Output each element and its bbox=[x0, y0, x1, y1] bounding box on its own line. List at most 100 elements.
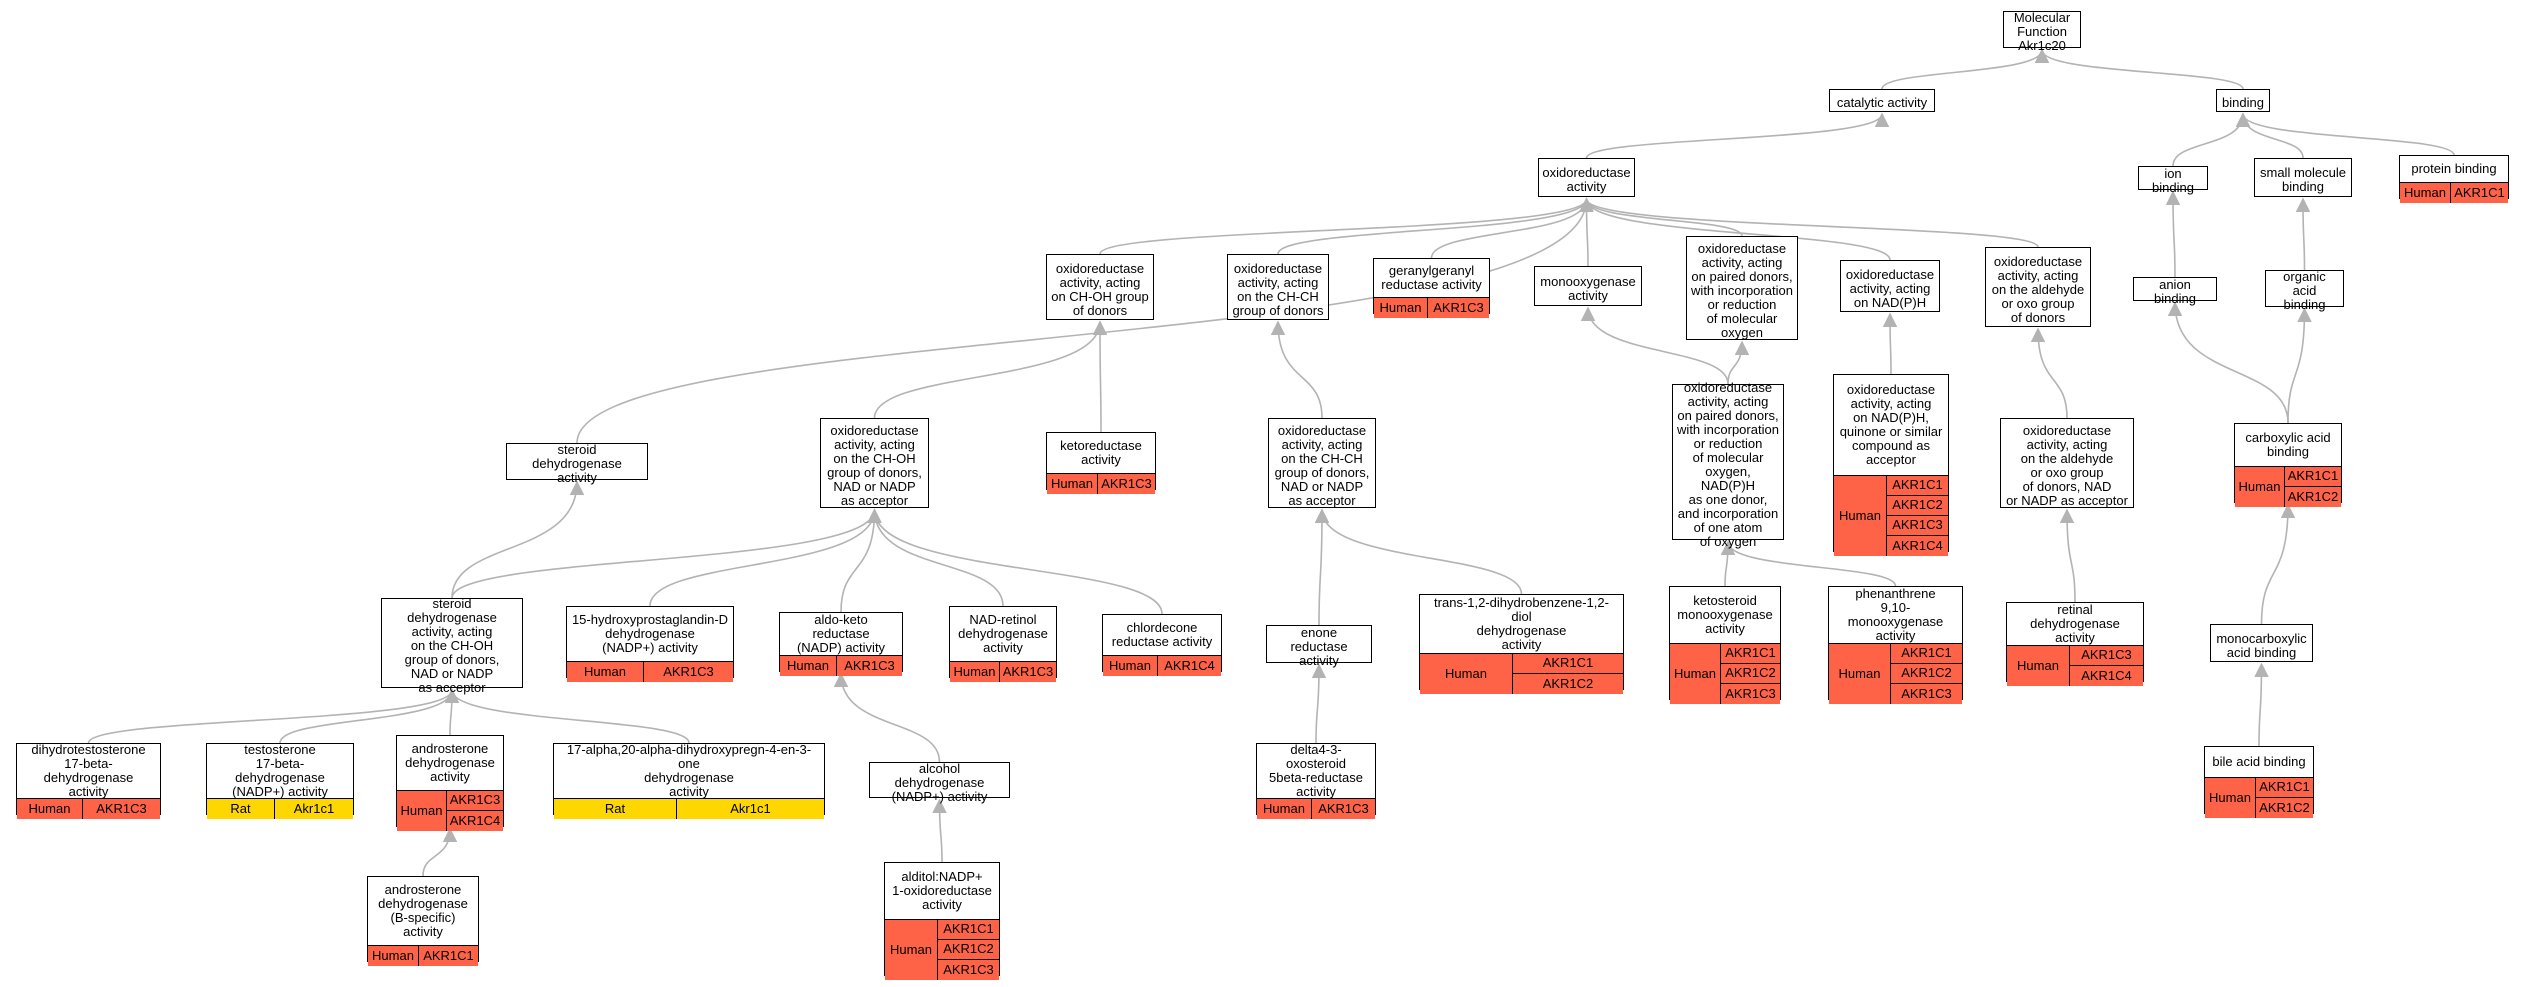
go-term-delta4[interactable]: delta4-3-oxosteroid 5beta-reductase acti… bbox=[1256, 742, 1376, 819]
gene-cell: AKR1C1 bbox=[1513, 654, 1623, 674]
edge-steroid-dh-to-oxidoreductase bbox=[576, 197, 1594, 444]
go-term-label: trans-1,2-dihydrobenzene-1,2-diol dehydr… bbox=[1434, 594, 1609, 652]
edge-ox-aldehyde-nad-to-ox-aldehyde bbox=[2030, 327, 2068, 419]
go-term-monooxygenase[interactable]: monooxygenase activity bbox=[1534, 266, 1642, 306]
go-term-label: aldo-keto reductase (NADP) activity bbox=[796, 611, 886, 655]
go-term-ox-chch-nad[interactable]: oxidoreductase activity, acting on the C… bbox=[1268, 418, 1376, 508]
go-term-label: carboxylic acid binding bbox=[2245, 429, 2331, 459]
edge-ox-nadph-to-oxidoreductase bbox=[1579, 197, 1891, 261]
go-term-organic-acid[interactable]: organic acid binding bbox=[2265, 270, 2344, 312]
go-term-ox-paired-nadph[interactable]: oxidoreductase activity, acting on paire… bbox=[1672, 380, 1784, 548]
go-term-dht-dh[interactable]: dihydrotestosterone 17-beta-dehydrogenas… bbox=[16, 742, 161, 819]
gene-cell: AKR1C4 bbox=[449, 812, 501, 828]
go-term-ox-choh[interactable]: oxidoreductase activity, acting on CH-OH… bbox=[1046, 254, 1154, 320]
go-term-monocarboxylic[interactable]: monocarboxylic acid binding bbox=[2210, 624, 2313, 662]
gene-cell: AKR1C1 bbox=[1891, 644, 1962, 664]
go-term-anion-binding[interactable]: anion binding bbox=[2133, 277, 2217, 305]
go-term-label: oxidoreductase activity, acting on the C… bbox=[827, 422, 922, 508]
go-term-label: ion binding bbox=[2152, 165, 2194, 195]
edge-ketoreductase-to-ox-choh bbox=[1092, 320, 1108, 433]
go-term-ox-choh-nad[interactable]: oxidoreductase activity, acting on the C… bbox=[820, 418, 929, 508]
go-term-ox-nadph-quinone[interactable]: oxidoreductase activity, acting on NAD(P… bbox=[1833, 374, 1949, 556]
go-term-testosterone-dh[interactable]: testosterone 17-beta-dehydrogenase (NADP… bbox=[206, 742, 354, 819]
go-term-label: oxidoreductase activity, acting on the a… bbox=[1991, 253, 2085, 325]
go-term-alpha20-dh[interactable]: 17-alpha,20-alpha-dihydroxypregn-4-en-3-… bbox=[553, 742, 825, 819]
species-cell: Human bbox=[1829, 643, 1891, 704]
species-cell: Human bbox=[2205, 777, 2256, 818]
go-term-enone[interactable]: enone reductase activity bbox=[1266, 625, 1372, 667]
gene-cell: AKR1C3 bbox=[96, 800, 147, 816]
edge-alcohol-dh-to-aldo-keto bbox=[833, 672, 941, 763]
edge-steroid-dh-choh-to-ox-choh-nad bbox=[451, 508, 882, 599]
gene-cell: AKR1C1 bbox=[2285, 467, 2341, 487]
go-term-steroid-dh-choh[interactable]: steroid dehydrogenase activity, acting o… bbox=[381, 596, 523, 694]
go-term-phenanthrene[interactable]: phenanthrene 9,10-monooxygenase activity… bbox=[1828, 586, 1963, 704]
go-term-ox-aldehyde[interactable]: oxidoreductase activity, acting on the a… bbox=[1985, 247, 2091, 327]
edge-organic-acid-to-small-molecule bbox=[2295, 197, 2311, 271]
go-term-label: steroid dehydrogenase activity bbox=[532, 442, 622, 485]
go-term-label: monooxygenase activity bbox=[1540, 273, 1636, 303]
go-term-androsterone-b[interactable]: androsterone dehydrogenase (B-specific) … bbox=[367, 876, 479, 966]
gene-cell: AKR1C2 bbox=[1721, 664, 1780, 684]
gene-cell: AKR1C3 bbox=[943, 961, 994, 977]
edge-alpha20-dh-to-steroid-dh-choh bbox=[444, 688, 690, 744]
go-term-steroid-dh[interactable]: steroid dehydrogenase activity bbox=[506, 443, 648, 485]
species-cell: Human bbox=[567, 661, 644, 682]
species-cell: Human bbox=[885, 919, 938, 980]
go-term-small-molecule[interactable]: small molecule binding bbox=[2254, 158, 2352, 197]
species-cell: Human bbox=[950, 661, 1000, 682]
go-term-oxidoreductase[interactable]: oxidoreductase activity bbox=[1538, 158, 1635, 197]
gene-cell: AKR1C2 bbox=[938, 940, 999, 960]
gene-cell: AKR1C3 bbox=[2070, 646, 2143, 666]
edge-pgd-dh-to-ox-choh-nad bbox=[649, 508, 882, 607]
edge-enone-to-ox-chch-nad bbox=[1314, 508, 1330, 626]
edge-protein-binding-to-binding bbox=[2235, 112, 2455, 156]
go-term-ox-aldehyde-nad[interactable]: oxidoreductase activity, acting on the a… bbox=[2000, 418, 2134, 508]
go-term-label: alditol:NADP+ 1-oxidoreductase activity bbox=[892, 868, 992, 912]
go-term-catalytic[interactable]: catalytic activity bbox=[1829, 89, 1935, 112]
go-term-ion-binding[interactable]: ion binding bbox=[2138, 166, 2208, 194]
species-cell: Human bbox=[1257, 798, 1312, 819]
go-term-pgd-dh[interactable]: 15-hydroxyprostaglandin-D dehydrogenase … bbox=[566, 606, 734, 682]
edge-ox-nadph-quinone-to-ox-nadph bbox=[1882, 312, 1898, 375]
go-term-root[interactable]: Molecular Function Akr1c20 bbox=[2003, 11, 2081, 53]
go-term-ox-nadph[interactable]: oxidoreductase activity, acting on NAD(P… bbox=[1840, 260, 1940, 312]
species-cell: Rat bbox=[554, 798, 677, 819]
edge-ox-chch-to-oxidoreductase bbox=[1277, 197, 1594, 255]
go-term-alcohol-dh[interactable]: alcohol dehydrogenase (NADP+) activity bbox=[869, 761, 1010, 803]
go-term-label: NAD-retinol dehydrogenase activity bbox=[958, 611, 1048, 655]
go-term-ox-chch[interactable]: oxidoreductase activity, acting on the C… bbox=[1227, 254, 1329, 320]
edge-testosterone-dh-to-steroid-dh-choh bbox=[279, 688, 460, 744]
species-cell: Human bbox=[1374, 297, 1428, 318]
go-term-binding[interactable]: binding bbox=[2216, 89, 2270, 112]
gene-cell: AKR1C3 bbox=[1433, 299, 1484, 315]
go-term-trans-diol[interactable]: trans-1,2-dihydrobenzene-1,2-diol dehydr… bbox=[1419, 594, 1624, 694]
go-term-label: retinal dehydrogenase activity bbox=[2030, 601, 2120, 645]
go-term-ox-paired[interactable]: oxidoreductase activity, acting on paire… bbox=[1686, 236, 1798, 340]
edge-ox-chch-nad-to-ox-chch bbox=[1270, 320, 1323, 419]
gene-cell: AKR1C4 bbox=[1164, 657, 1215, 673]
go-term-label: chlordecone reductase activity bbox=[1111, 619, 1213, 649]
edge-carboxylic-to-organic-acid bbox=[2287, 307, 2312, 424]
